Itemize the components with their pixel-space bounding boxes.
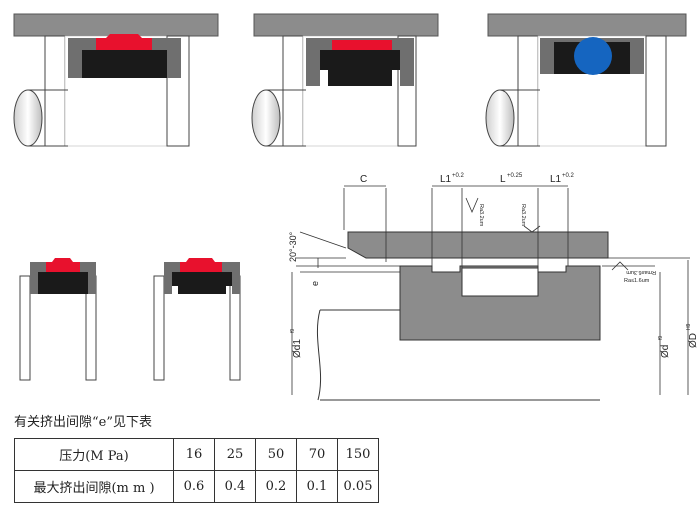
fig-5-seal-housing [153, 258, 241, 381]
roughness-4: Ra≤1.6um [624, 278, 650, 284]
dim-d1-tol: f9 [290, 329, 296, 333]
fig-1-seal-lip [96, 34, 152, 50]
gap-e-label: e [310, 281, 320, 286]
gap-value: 0.1 [296, 470, 338, 503]
fig-1-seal-body [82, 50, 167, 78]
extrusion-gap-table: 压力(M Pa) 16 25 50 70 150 最大挤出间隙(m m ) 0.… [14, 438, 379, 503]
dim-l1-right-tol: +0.2 [562, 173, 575, 179]
fig-2-seal-body [320, 50, 400, 86]
pressure-header: 压力(M Pa) [14, 438, 174, 471]
table-row-pressure: 压力(M Pa) 16 25 50 70 150 [14, 438, 379, 471]
gap-value: 0.05 [337, 470, 379, 503]
dim-l1-left-label: L1 [440, 174, 452, 185]
dim-bore-label: ØD [688, 333, 699, 348]
dim-d-tol: f9 [658, 336, 664, 340]
dim-bore-tol: H9 [686, 323, 692, 330]
dim-c-label: C [360, 174, 367, 185]
dim-l1-right-label: L1 [550, 174, 562, 185]
fig-3-seal-housing [485, 13, 687, 147]
pressure-value: 16 [173, 438, 215, 471]
pressure-value: 25 [214, 438, 256, 471]
fig-3-oring [574, 37, 612, 75]
groove-detail-drawing: C L1 +0.2 L +0.25 L1 +0.2 20°-30° e Ød1 … [288, 173, 699, 401]
table-row-gap: 最大挤出间隙(m m ) 0.6 0.4 0.2 0.1 0.05 [14, 470, 379, 503]
pressure-value: 70 [296, 438, 338, 471]
gap-value: 0.2 [255, 470, 297, 503]
roughness-3: Rmax6.3um [626, 269, 656, 275]
fig-2-seal-housing [251, 13, 439, 147]
gap-value: 0.4 [214, 470, 256, 503]
fig-1-seal-housing [13, 13, 219, 147]
gap-header: 最大挤出间隙(m m ) [14, 470, 174, 503]
roughness-2: Ra3.2um [520, 204, 526, 227]
gap-value: 0.6 [173, 470, 215, 503]
angle-label: 20°-30° [288, 231, 298, 262]
dim-d1-label: Ød1 [292, 339, 303, 358]
dim-l1-left-tol: +0.2 [452, 173, 465, 179]
pressure-value: 50 [255, 438, 297, 471]
fig-4-seal-housing [19, 258, 97, 381]
roughness-1: Ra3.2um [478, 204, 484, 227]
dim-d-label: Ød [660, 345, 671, 358]
dim-l-label: L [500, 174, 506, 185]
extrusion-gap-note: 有关挤出间隙“e”见下表 [14, 415, 152, 430]
pressure-value: 150 [337, 438, 379, 471]
fig-2-seal-lip [332, 40, 392, 50]
dim-l-tol: +0.25 [507, 173, 523, 179]
